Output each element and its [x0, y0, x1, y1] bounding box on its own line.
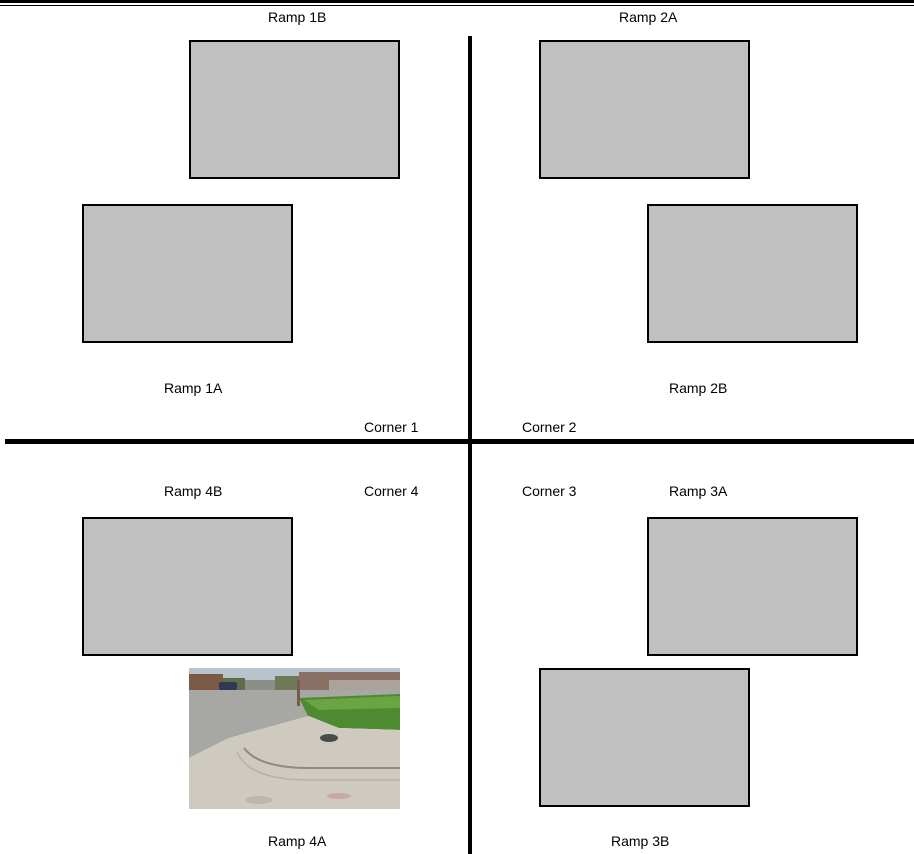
corner-3-label: Corner 3 — [522, 483, 576, 499]
street-divider-vertical — [468, 36, 472, 854]
ramp-3b-label: Ramp 3B — [611, 833, 669, 849]
ramp-1a-photo-placeholder — [82, 204, 293, 343]
ramp-4b-label: Ramp 4B — [164, 483, 222, 499]
header-rule-thick — [0, 0, 914, 3]
header-rule-thin — [0, 5, 914, 6]
corner-1-label: Corner 1 — [364, 419, 418, 435]
corner-2-label: Corner 2 — [522, 419, 576, 435]
ramp-4b-photo-placeholder — [82, 517, 293, 656]
ramp-2b-photo-placeholder — [647, 204, 858, 343]
ramp-1b-label: Ramp 1B — [268, 9, 326, 25]
ramp-3a-label: Ramp 3A — [669, 483, 727, 499]
ramp-4a-photo — [189, 668, 400, 809]
ramp-2b-label: Ramp 2B — [669, 380, 727, 396]
ramp-4a-label: Ramp 4A — [268, 833, 326, 849]
ramp-2a-label: Ramp 2A — [619, 9, 677, 25]
ramp-3b-photo-placeholder — [539, 668, 750, 807]
ramp-1a-label: Ramp 1A — [164, 380, 222, 396]
ramp-2a-photo-placeholder — [539, 40, 750, 179]
ramp-3a-photo-placeholder — [647, 517, 858, 656]
street-divider-horizontal — [5, 439, 914, 444]
ramp-1b-photo-placeholder — [189, 40, 400, 179]
corner-4-label: Corner 4 — [364, 483, 418, 499]
